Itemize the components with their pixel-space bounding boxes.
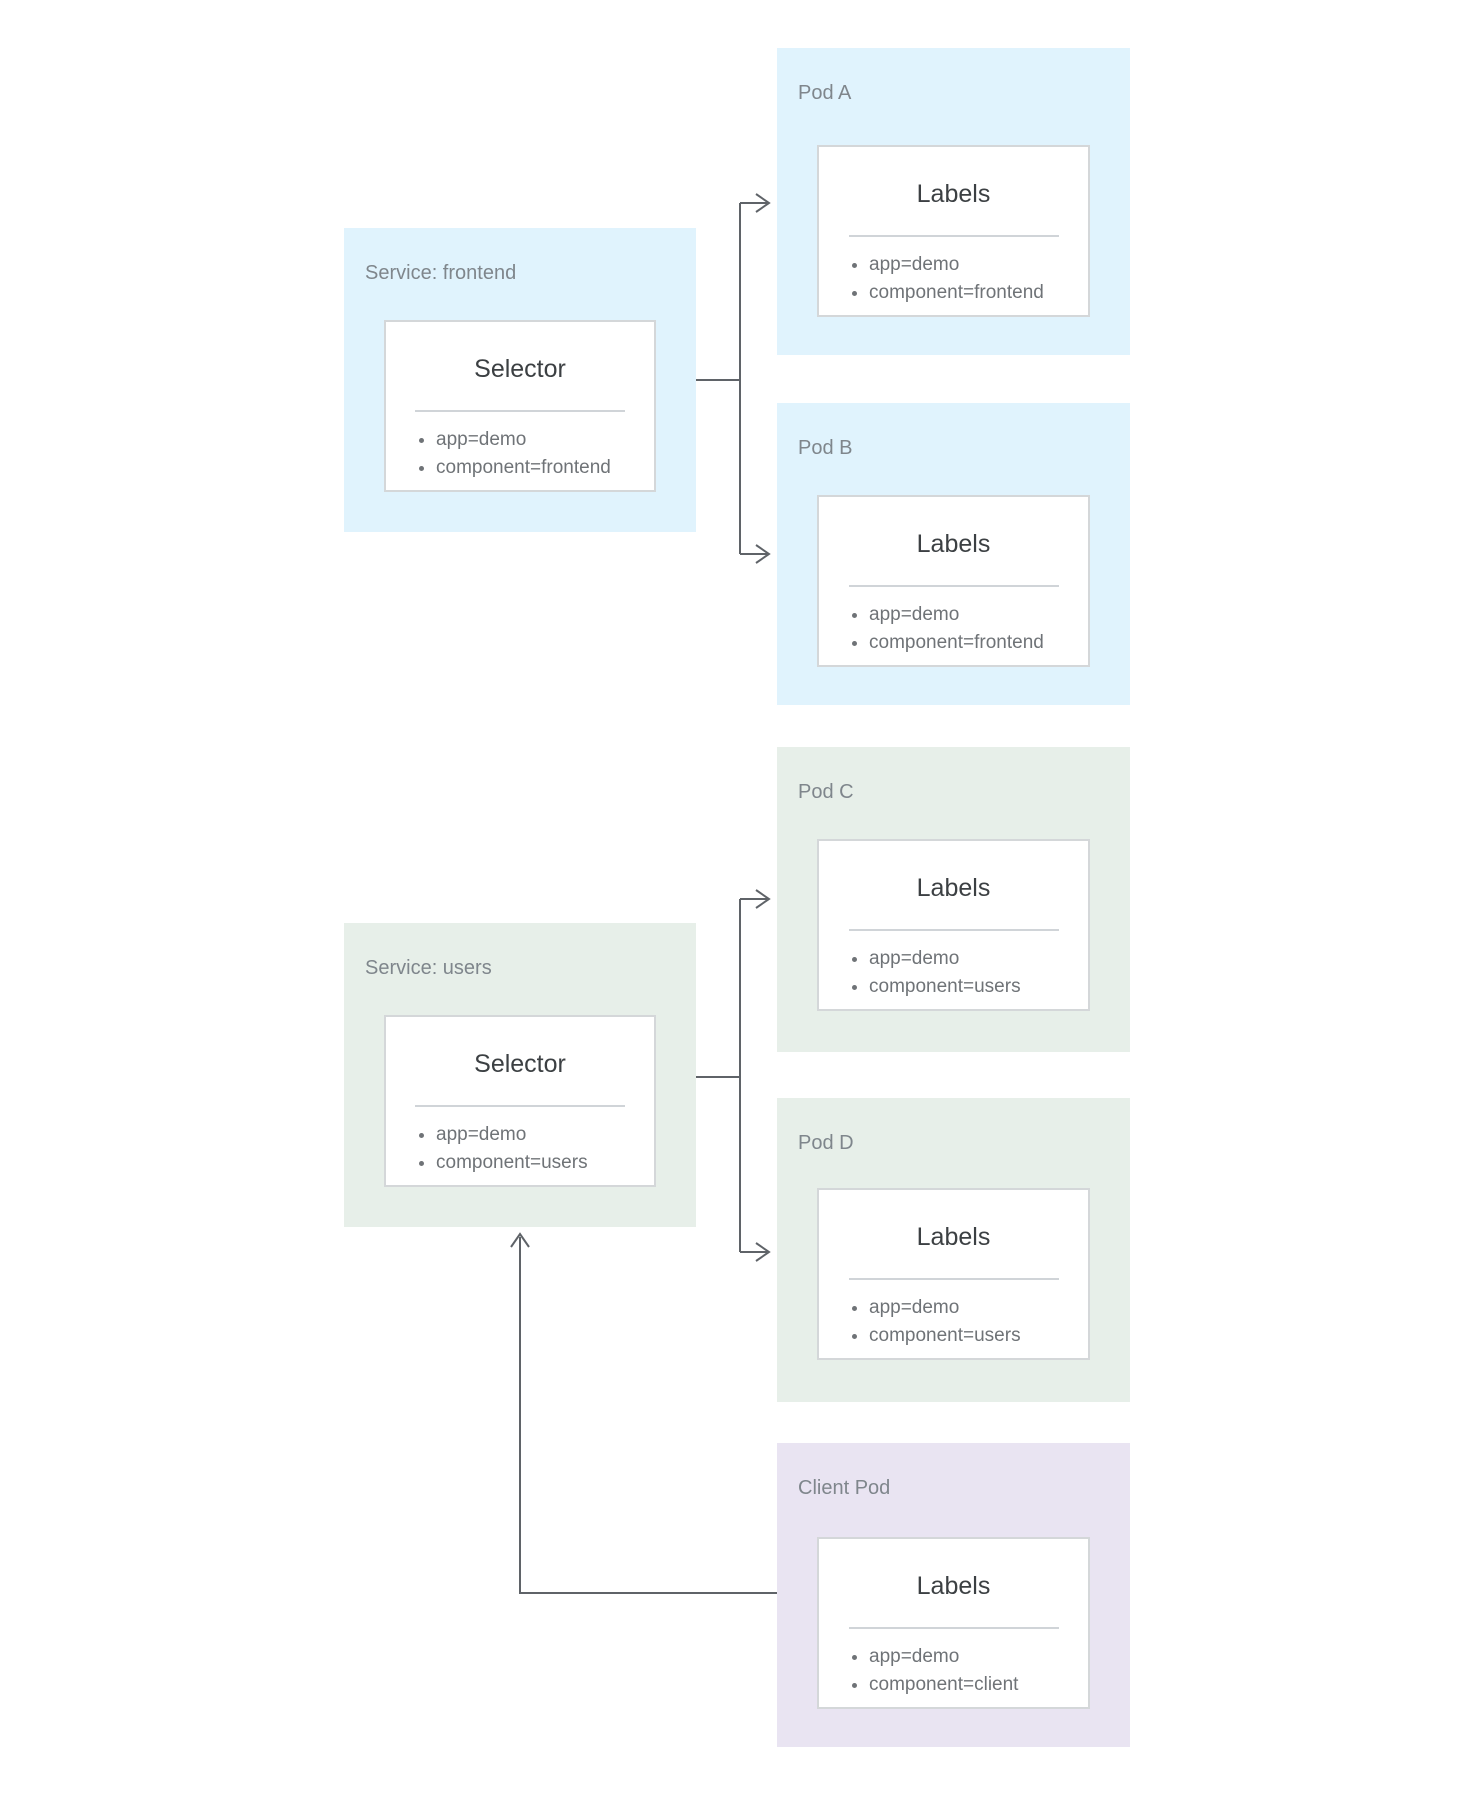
divider bbox=[848, 929, 1059, 931]
node-label: Pod B bbox=[798, 437, 853, 459]
label-item: component=users bbox=[869, 973, 1078, 1001]
label-item: app=demo bbox=[436, 1121, 644, 1149]
label-item: component=client bbox=[869, 1671, 1078, 1699]
label-item: component=users bbox=[436, 1149, 644, 1177]
divider bbox=[848, 585, 1059, 587]
card-title: Labels bbox=[916, 180, 991, 208]
edge-service-users-to-pods bbox=[696, 889, 771, 1262]
label-list: app=demo component=frontend bbox=[386, 426, 654, 482]
arrowhead-up-icon bbox=[510, 1232, 530, 1248]
label-item: app=demo bbox=[869, 1294, 1078, 1322]
card-title: Labels bbox=[916, 530, 991, 558]
edge-line bbox=[519, 1237, 777, 1594]
selector-card: Selector app=demo component=frontend bbox=[384, 320, 656, 492]
labels-card: Labels app=demo component=client bbox=[817, 1537, 1090, 1709]
divider bbox=[848, 1278, 1059, 1280]
label-list: app=demo component=frontend bbox=[819, 601, 1088, 657]
node-pod-b: Pod B Labels app=demo component=frontend bbox=[777, 403, 1130, 705]
label-item: app=demo bbox=[869, 1643, 1078, 1671]
labels-card: Labels app=demo component=users bbox=[817, 1188, 1090, 1360]
label-item: app=demo bbox=[869, 601, 1078, 629]
node-client-pod: Client Pod Labels app=demo component=cli… bbox=[777, 1443, 1130, 1747]
label-item: component=frontend bbox=[869, 279, 1078, 307]
label-list: app=demo component=users bbox=[819, 945, 1088, 1001]
divider bbox=[415, 410, 625, 412]
node-pod-a: Pod A Labels app=demo component=frontend bbox=[777, 48, 1130, 355]
labels-card: Labels app=demo component=users bbox=[817, 839, 1090, 1011]
label-list: app=demo component=client bbox=[819, 1643, 1088, 1699]
label-item: component=frontend bbox=[869, 629, 1078, 657]
label-item: app=demo bbox=[436, 426, 644, 454]
card-title: Selector bbox=[474, 1050, 566, 1078]
node-pod-c: Pod C Labels app=demo component=users bbox=[777, 747, 1130, 1052]
arrowhead-right-icon bbox=[755, 193, 771, 213]
edge-client-pod-to-service-users bbox=[510, 1232, 777, 1594]
label-list: app=demo component=users bbox=[819, 1294, 1088, 1350]
divider bbox=[848, 1627, 1059, 1629]
divider bbox=[848, 235, 1059, 237]
card-title: Labels bbox=[916, 874, 991, 902]
node-service-frontend: Service: frontend Selector app=demo comp… bbox=[344, 228, 696, 532]
divider bbox=[415, 1105, 625, 1107]
label-item: component=users bbox=[869, 1322, 1078, 1350]
label-item: component=frontend bbox=[436, 454, 644, 482]
label-item: app=demo bbox=[869, 945, 1078, 973]
node-label: Client Pod bbox=[798, 1477, 891, 1499]
node-label: Pod A bbox=[798, 82, 852, 104]
node-label: Service: users bbox=[365, 957, 492, 979]
arrowhead-right-icon bbox=[755, 1242, 771, 1262]
labels-card: Labels app=demo component=frontend bbox=[817, 145, 1090, 317]
card-title: Labels bbox=[916, 1223, 991, 1251]
arrowhead-right-icon bbox=[755, 544, 771, 564]
label-list: app=demo component=users bbox=[386, 1121, 654, 1177]
node-label: Service: frontend bbox=[365, 262, 517, 284]
node-service-users: Service: users Selector app=demo compone… bbox=[344, 923, 696, 1227]
edge-line bbox=[696, 202, 767, 555]
edge-line bbox=[696, 898, 767, 1253]
node-label: Pod C bbox=[798, 781, 854, 803]
node-label: Pod D bbox=[798, 1132, 854, 1154]
label-item: app=demo bbox=[869, 251, 1078, 279]
labels-card: Labels app=demo component=frontend bbox=[817, 495, 1090, 667]
arrowhead-right-icon bbox=[755, 889, 771, 909]
label-list: app=demo component=frontend bbox=[819, 251, 1088, 307]
card-title: Labels bbox=[916, 1572, 991, 1600]
edge-service-frontend-to-pods bbox=[696, 193, 771, 564]
node-pod-d: Pod D Labels app=demo component=users bbox=[777, 1098, 1130, 1402]
selector-card: Selector app=demo component=users bbox=[384, 1015, 656, 1187]
card-title: Selector bbox=[474, 355, 566, 383]
